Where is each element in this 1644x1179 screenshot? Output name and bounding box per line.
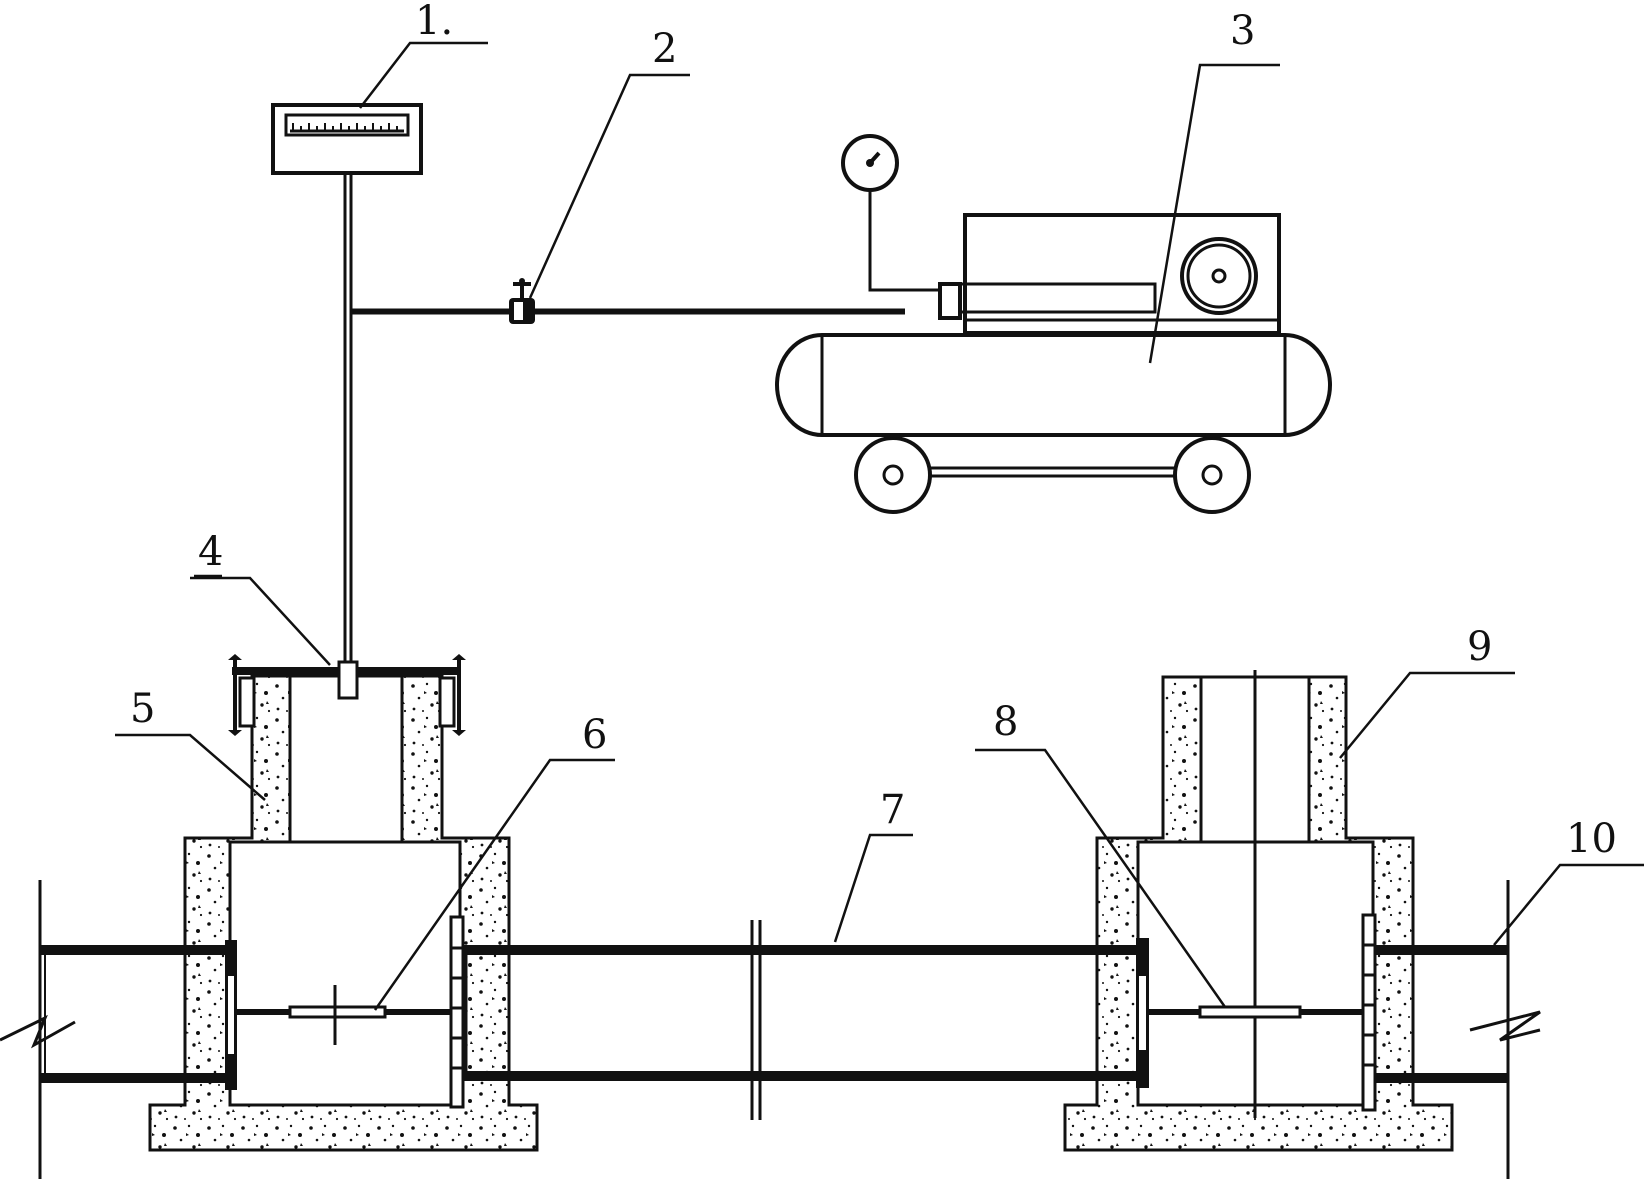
test-pipe	[463, 920, 1149, 1120]
right-plug	[1149, 913, 1377, 1112]
pressure-meter	[271, 103, 423, 175]
label-3: 3	[1230, 8, 1255, 54]
right-manhole-well	[1063, 670, 1454, 1152]
air-compressor	[775, 134, 1332, 514]
leader-lines	[115, 41, 1644, 1011]
left-existing-pipe	[0, 880, 237, 1179]
label-9: 9	[1467, 624, 1492, 670]
left-manhole-well	[148, 674, 539, 1152]
label-4: 4	[198, 529, 223, 575]
label-5: 5	[130, 686, 155, 732]
valve	[509, 278, 535, 324]
test-cap-plate	[228, 654, 466, 736]
label-2: 2	[652, 26, 677, 72]
label-6: 6	[582, 712, 607, 758]
pressure-line	[343, 173, 905, 678]
callout-labels: 1. 2 3 4 5 6 7 8 9 10	[130, 0, 1617, 862]
left-plug	[237, 915, 465, 1109]
label-8: 8	[993, 699, 1018, 745]
label-7: 7	[880, 787, 905, 833]
label-1: 1.	[415, 0, 453, 44]
label-10: 10	[1566, 816, 1617, 862]
